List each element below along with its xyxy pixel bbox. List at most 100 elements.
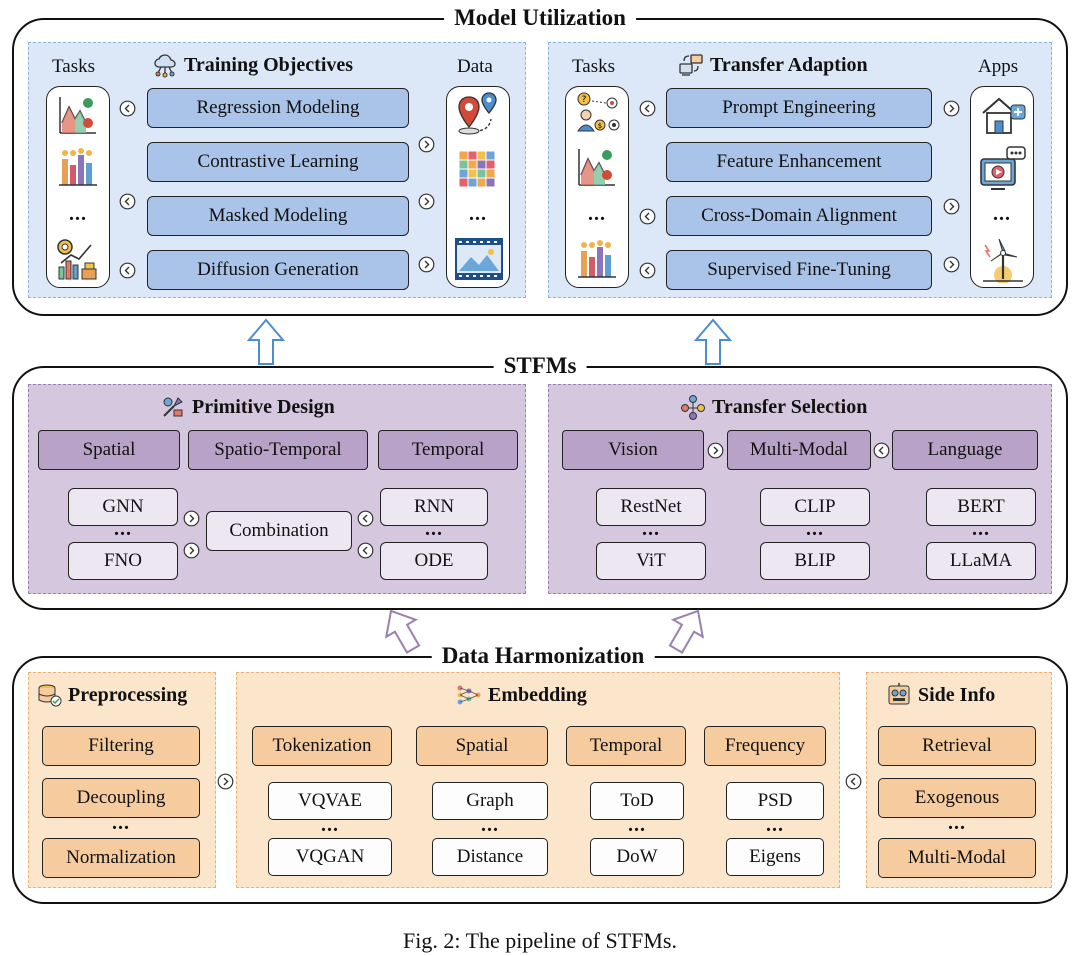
temporal-ellipsis: ... [425, 518, 443, 540]
masked-modeling-box: Masked Modeling [147, 196, 409, 236]
transfer-adaption-title: Transfer Adaption [678, 52, 868, 78]
training-objectives-title: Training Objectives [152, 52, 353, 78]
vit-box: ViT [596, 542, 706, 580]
up-arrow-icon [693, 318, 733, 366]
chevron-right-icon [943, 198, 960, 215]
dow-box: DoW [590, 838, 684, 876]
training-tasks-label: Tasks [52, 56, 96, 77]
temporal-embedding-header-box: Temporal [566, 726, 686, 766]
design-tools-icon [160, 394, 186, 420]
filtering-box: Filtering [42, 726, 200, 766]
vision-ellipsis: ... [642, 518, 660, 540]
ode-box: ODE [380, 542, 488, 580]
chevron-right-icon [943, 100, 960, 117]
figure-caption: Fig. 2: The pipeline of STFMs. [403, 928, 677, 953]
data-grid-icon [455, 145, 503, 191]
spatial-embedding-header-box: Spatial [416, 726, 548, 766]
network-selection-icon [680, 394, 706, 420]
training-tasks-icon-column: ... [46, 86, 110, 288]
embedding-network-icon [456, 682, 482, 708]
eigens-box: Eigens [726, 838, 824, 876]
chevron-right-icon [707, 442, 724, 459]
smart-home-icon [977, 91, 1029, 139]
rnn-box: RNN [380, 488, 488, 526]
transfer-tasks-ellipsis: ... [588, 203, 606, 225]
exogenous-box: Exogenous [878, 778, 1036, 818]
database-icon [36, 682, 62, 708]
chevron-left-icon [639, 208, 656, 225]
video-frames-icon [453, 235, 505, 283]
combination-box: Combination [206, 511, 352, 551]
contrastive-learning-box: Contrastive Learning [147, 142, 409, 182]
gnn-box: GNN [68, 488, 178, 526]
multi-modal-ellipsis: ... [806, 518, 824, 540]
map-pin-route-icon [453, 91, 505, 137]
chevron-left-icon [357, 542, 374, 559]
chevron-left-icon [119, 100, 136, 117]
primitive-design-title: Primitive Design [160, 394, 335, 420]
training-data-icon-column: ... [446, 86, 510, 288]
training-data-ellipsis: ... [469, 203, 487, 225]
tokenization-header-box: Tokenization [252, 726, 392, 766]
fno-box: FNO [68, 542, 178, 580]
temporal-embedding-ellipsis: ... [628, 814, 646, 836]
wind-turbine-icon [977, 235, 1029, 283]
preprocessing-ellipsis: ... [112, 812, 130, 834]
training-objectives-title-text: Training Objectives [184, 54, 354, 76]
language-ellipsis: ... [972, 518, 990, 540]
frequency-ellipsis: ... [766, 814, 784, 836]
cloud-network-icon [152, 52, 178, 78]
model-utilization-title: Model Utilization [444, 4, 636, 32]
trend-chart-icon [56, 93, 100, 137]
tokenization-ellipsis: ... [321, 814, 339, 836]
chevron-left-icon [119, 193, 136, 210]
chevron-right-icon [418, 256, 435, 273]
chevron-right-icon [183, 542, 200, 559]
trend-chart-icon [575, 145, 619, 189]
side-info-ellipsis: ... [948, 812, 966, 834]
transfer-apps-label: Apps [978, 56, 1019, 77]
growth-gear-icon [53, 235, 101, 283]
transfer-devices-icon [678, 52, 704, 78]
chevron-left-icon [639, 100, 656, 117]
retrieval-box: Retrieval [878, 726, 1036, 766]
clip-box: CLIP [760, 488, 870, 526]
transfer-adaption-title-text: Transfer Adaption [710, 54, 868, 76]
language-header-box: Language [892, 430, 1038, 470]
temporal-header-box: Temporal [378, 430, 518, 470]
chevron-left-icon [119, 262, 136, 279]
svg-text:?: ? [582, 95, 587, 105]
bar-chart-icon [575, 237, 619, 281]
restnet-box: RestNet [596, 488, 706, 526]
multi-modal-side-box: Multi-Modal [878, 838, 1036, 878]
training-tasks-ellipsis: ... [69, 203, 87, 225]
data-harmonization-title: Data Harmonization [431, 642, 655, 670]
chevron-right-icon [418, 193, 435, 210]
regression-modeling-box: Regression Modeling [147, 88, 409, 128]
transfer-selection-title-text: Transfer Selection [712, 396, 868, 418]
bert-box: BERT [926, 488, 1036, 526]
diffusion-generation-box: Diffusion Generation [147, 250, 409, 290]
chevron-left-icon [357, 510, 374, 527]
embedding-title: Embedding [456, 682, 587, 708]
frequency-header-box: Frequency [704, 726, 826, 766]
side-info-title: Side Info [886, 682, 995, 708]
chevron-right-icon [183, 510, 200, 527]
transfer-apps-icon-column: ... [970, 86, 1034, 288]
transfer-tasks-icon-column: ? $ ... [565, 86, 629, 288]
up-arrow-icon [246, 318, 286, 366]
chevron-right-icon [418, 136, 435, 153]
decoupling-box: Decoupling [42, 778, 200, 818]
spatial-embedding-ellipsis: ... [481, 814, 499, 836]
normalization-box: Normalization [42, 838, 200, 878]
distance-box: Distance [432, 838, 548, 876]
multi-modal-header-box: Multi-Modal [727, 430, 871, 470]
svg-text:$: $ [598, 122, 602, 130]
transfer-apps-ellipsis: ... [993, 203, 1011, 225]
up-arrow-icon [382, 606, 422, 654]
training-data-label: Data [457, 56, 493, 77]
vqvae-box: VQVAE [268, 782, 392, 820]
chevron-left-icon [639, 262, 656, 279]
chevron-left-icon [845, 773, 862, 790]
